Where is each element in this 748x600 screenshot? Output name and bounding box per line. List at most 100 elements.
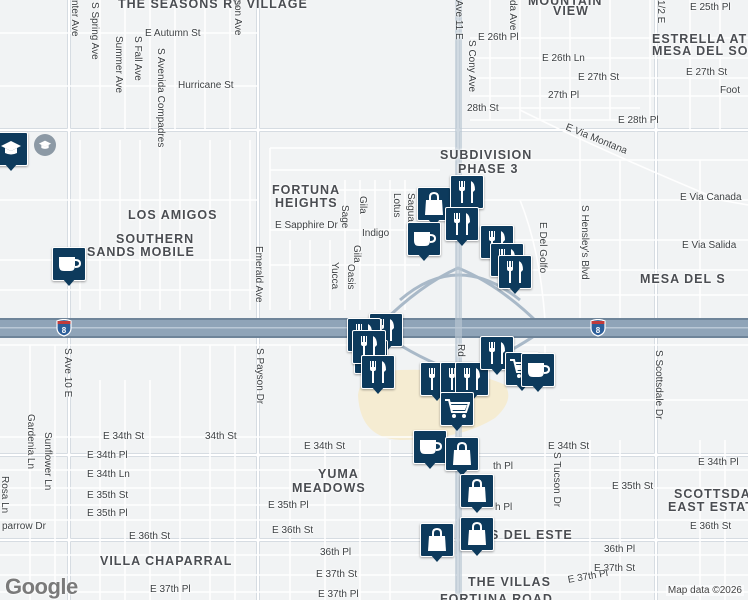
street-label-34th-pl-r: E 34th Pl xyxy=(698,457,739,468)
street-label-35th-pl-m: E 35th Pl xyxy=(268,500,309,511)
street-label-35th-st-r: E 35th St xyxy=(612,481,654,492)
street-label-ave-top-m: son Ave xyxy=(232,0,243,36)
street-label-36th-st-r: E 36th St xyxy=(690,521,732,532)
fork-knife-icon xyxy=(450,175,484,209)
street-label-rosa: Rosa Ln xyxy=(0,476,10,514)
shopping-bag-icon xyxy=(460,474,494,508)
pin-pointer xyxy=(430,393,444,401)
poi-pin[interactable] xyxy=(445,207,479,249)
pin-pointer xyxy=(515,383,529,391)
street-label-36th-pl: 36th Pl xyxy=(320,547,352,558)
shopping-bag-icon xyxy=(445,437,479,471)
area-label-s-del-este: S DEL ESTE xyxy=(490,528,573,542)
coffee-cup-icon xyxy=(52,247,86,281)
street-label-gila-2: Gila xyxy=(351,245,362,263)
poi-pin[interactable] xyxy=(498,255,532,297)
fork-knife-icon xyxy=(361,355,395,389)
shopping-bag-icon xyxy=(460,517,494,551)
street-label-34th-st-b: E 34th St xyxy=(304,441,346,452)
pin-pointer xyxy=(508,286,522,294)
area-label-villa-chaparral: VILLA CHAPARRAL xyxy=(100,554,233,568)
street-label-28th-pl: E 28th Pl xyxy=(618,115,659,126)
pin-pointer xyxy=(417,253,431,261)
poi-pin[interactable] xyxy=(420,523,454,565)
poi-pin[interactable] xyxy=(52,247,86,289)
street-label-34th-st-a: E 34th St xyxy=(103,431,145,442)
interstate-8-shield-east: 8 xyxy=(590,318,606,337)
street-label-avenida: S Avenida Compadres xyxy=(155,48,166,148)
street-label-saguaro: Saguar xyxy=(405,193,416,226)
poi-pin[interactable] xyxy=(407,222,441,264)
pin-pointer xyxy=(371,386,385,394)
street-label-del-golfo: E Del Golfo xyxy=(537,222,548,274)
area-label-the-villas: THE VILLAS xyxy=(468,575,551,589)
fork-knife-icon xyxy=(455,362,489,396)
coffee-cup-icon xyxy=(521,353,555,387)
fork-knife-icon xyxy=(445,207,479,241)
street-label-sparrow: parrow Dr xyxy=(2,521,46,532)
street-label-hensley: S Hensley's Blvd xyxy=(579,205,590,280)
area-label-southern: SOUTHERN xyxy=(116,232,195,246)
graduation-cap-icon xyxy=(38,140,52,149)
pin-pointer xyxy=(455,468,469,476)
svg-text:8: 8 xyxy=(596,326,601,335)
street-label-gardenia: Gardenia Ln xyxy=(25,414,36,470)
area-label-subdivision: SUBDIVISION xyxy=(440,148,533,162)
google-logo[interactable]: Google xyxy=(5,574,78,599)
shopping-bag-icon xyxy=(420,523,454,557)
pin-pointer xyxy=(531,384,545,392)
street-label-37th-st-r: E 37th St xyxy=(594,563,636,574)
area-label-mountain-view-1: MOUNTAIN xyxy=(528,0,603,8)
street-label-27th-st-r: E 27th St xyxy=(686,67,728,78)
poi-pin[interactable] xyxy=(361,355,395,397)
area-label-seasons-rv: THE SEASONS RV VILLAGE xyxy=(118,0,308,11)
map-attribution[interactable]: Map data ©2026 xyxy=(665,585,744,596)
street-label-sapphire: E Sapphire Dr xyxy=(275,220,338,231)
area-label-mountain-view: VIEW xyxy=(553,4,589,18)
street-label-26th-pl: E 26th Pl xyxy=(478,32,519,43)
poi-pin[interactable] xyxy=(413,430,447,472)
street-label-payson: S Payson Dr xyxy=(254,348,265,405)
graduation-cap-icon xyxy=(0,132,28,166)
poi-pin[interactable] xyxy=(445,437,479,479)
street-label-34th-ln: E 34th Ln xyxy=(87,469,130,480)
poi-pin[interactable] xyxy=(460,474,494,516)
school-pin[interactable] xyxy=(0,132,28,174)
street-label-35th-pl-r: h Pl xyxy=(495,502,513,513)
area-label-mesa-del-so: MESA DEL SO xyxy=(652,44,748,58)
pin-pointer xyxy=(450,423,464,431)
street-label-oasis: Oasis xyxy=(345,264,356,290)
poi-pin[interactable] xyxy=(460,517,494,559)
street-label-ave-11e: Ave 11 E xyxy=(453,0,464,40)
poi-pin[interactable] xyxy=(455,362,489,404)
street-label-27th-pl: 27th Pl xyxy=(548,90,580,101)
area-label-estrella: ESTRELLA AT xyxy=(652,32,748,46)
street-label-34th-st-c: E 34th St xyxy=(548,441,590,452)
area-label-fortuna: FORTUNA xyxy=(272,183,341,197)
street-label-34th-pl-m: th Pl xyxy=(493,461,514,472)
shopping-cart-icon xyxy=(440,392,474,426)
street-label-35th-st-l: E 35th St xyxy=(87,490,129,501)
street-label-scottsdale: S Scottsdale Dr xyxy=(653,350,664,420)
fork-knife-icon xyxy=(498,255,532,289)
area-label-east-estate: EAST ESTATE xyxy=(668,500,748,514)
street-label-27th-st: E 27th St xyxy=(578,72,620,83)
street-label-ave-top-r: da Ave xyxy=(507,0,518,31)
street-label-37th-pl-l: E 37th Pl xyxy=(150,584,191,595)
street-label-foot: Foot xyxy=(720,85,741,96)
street-label-ave-10e: S Ave 10 E xyxy=(62,348,73,398)
street-label-36th-st-l: E 36th St xyxy=(129,531,171,542)
street-label-via-canada: E Via Canada xyxy=(680,192,742,203)
school-marker[interactable] xyxy=(34,134,56,156)
area-label-phase3: PHASE 3 xyxy=(458,162,519,176)
area-label-sands-mobile: SANDS MOBILE xyxy=(87,245,195,259)
area-label-mesa-del-s: MESA DEL S xyxy=(640,272,726,286)
street-label-summer: Summer Ave xyxy=(113,36,124,94)
street-label-sunflower: Sunflower Ln xyxy=(42,432,53,491)
poi-pin[interactable] xyxy=(440,392,474,434)
street-label-26th-ln: E 26th Ln xyxy=(542,53,585,64)
poi-pin[interactable] xyxy=(521,353,555,395)
pin-pointer xyxy=(470,548,484,556)
svg-text:8: 8 xyxy=(62,326,67,335)
